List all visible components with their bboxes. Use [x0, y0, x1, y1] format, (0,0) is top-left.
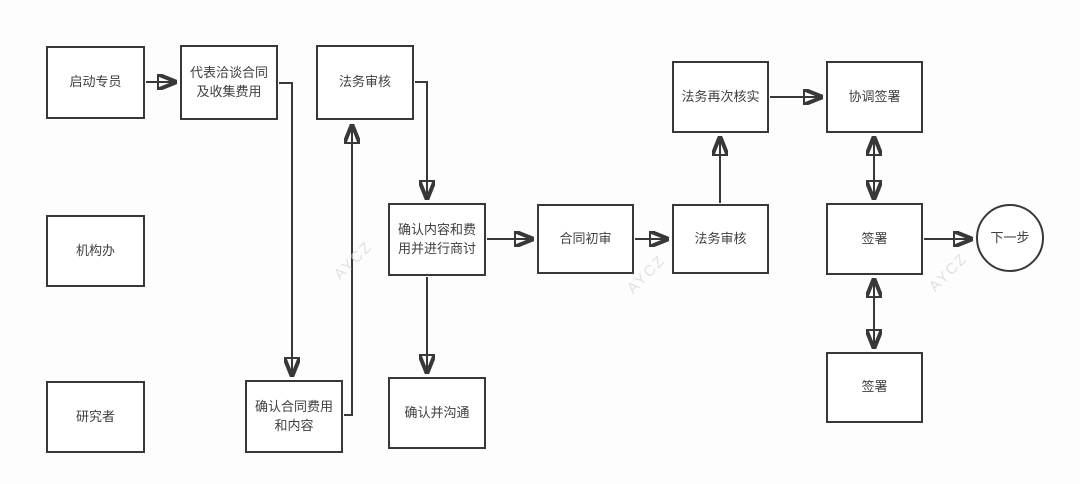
node-label: 启动专员 [69, 74, 122, 90]
node-org-office-role: 机构办 [46, 215, 145, 287]
node-label: 确认并沟通 [404, 404, 470, 420]
node-label: 签署 [861, 379, 888, 395]
node-researcher-role: 研究者 [46, 381, 145, 453]
node-legal-review-top: 法务审核 [316, 45, 414, 120]
node-label: 合同初审 [559, 230, 612, 246]
node-label: 确认内容和费 用并进行商讨 [397, 221, 476, 256]
node-label: 协调签署 [848, 88, 901, 104]
node-contract-initial-review: 合同初审 [537, 204, 634, 274]
node-negotiate-contract-collect-fees: 代表洽谈合同 及收集费用 [180, 45, 278, 120]
arrow-confirm-fee-to-legal-top [344, 127, 352, 416]
node-label: 机构办 [75, 242, 115, 258]
node-confirm-contract-fee-content: 确认合同费用 和内容 [245, 380, 343, 453]
watermark-text: AYCZ [330, 237, 377, 284]
node-label: 法务再次核实 [681, 88, 760, 104]
node-coordinate-signing: 协调签署 [826, 61, 923, 133]
node-label: 法务审核 [338, 74, 391, 90]
watermark-text: AYCZ [925, 249, 972, 296]
node-startup-specialist: 启动专员 [46, 46, 145, 119]
node-label: 确认合同费用 和内容 [254, 398, 333, 433]
node-label: 法务审核 [694, 230, 747, 246]
node-confirm-and-communicate: 确认并沟通 [388, 377, 486, 449]
node-sign-bottom: 签署 [826, 352, 923, 423]
arrow-legal-top-to-discuss [415, 81, 427, 197]
node-label: 代表洽谈合同 及收集费用 [189, 64, 268, 99]
node-label: 下一步 [990, 229, 1030, 245]
arrow-negotiate-to-confirm-fee [279, 82, 292, 374]
node-next-step-terminator: 下一步 [976, 204, 1044, 272]
node-legal-recheck: 法务再次核实 [672, 61, 769, 133]
node-label: 签署 [861, 230, 888, 246]
node-legal-review-mid: 法务审核 [672, 204, 769, 274]
node-confirm-content-fee-discuss: 确认内容和费 用并进行商讨 [388, 203, 486, 276]
node-label: 研究者 [75, 408, 115, 424]
node-sign-mid: 签署 [826, 203, 923, 275]
